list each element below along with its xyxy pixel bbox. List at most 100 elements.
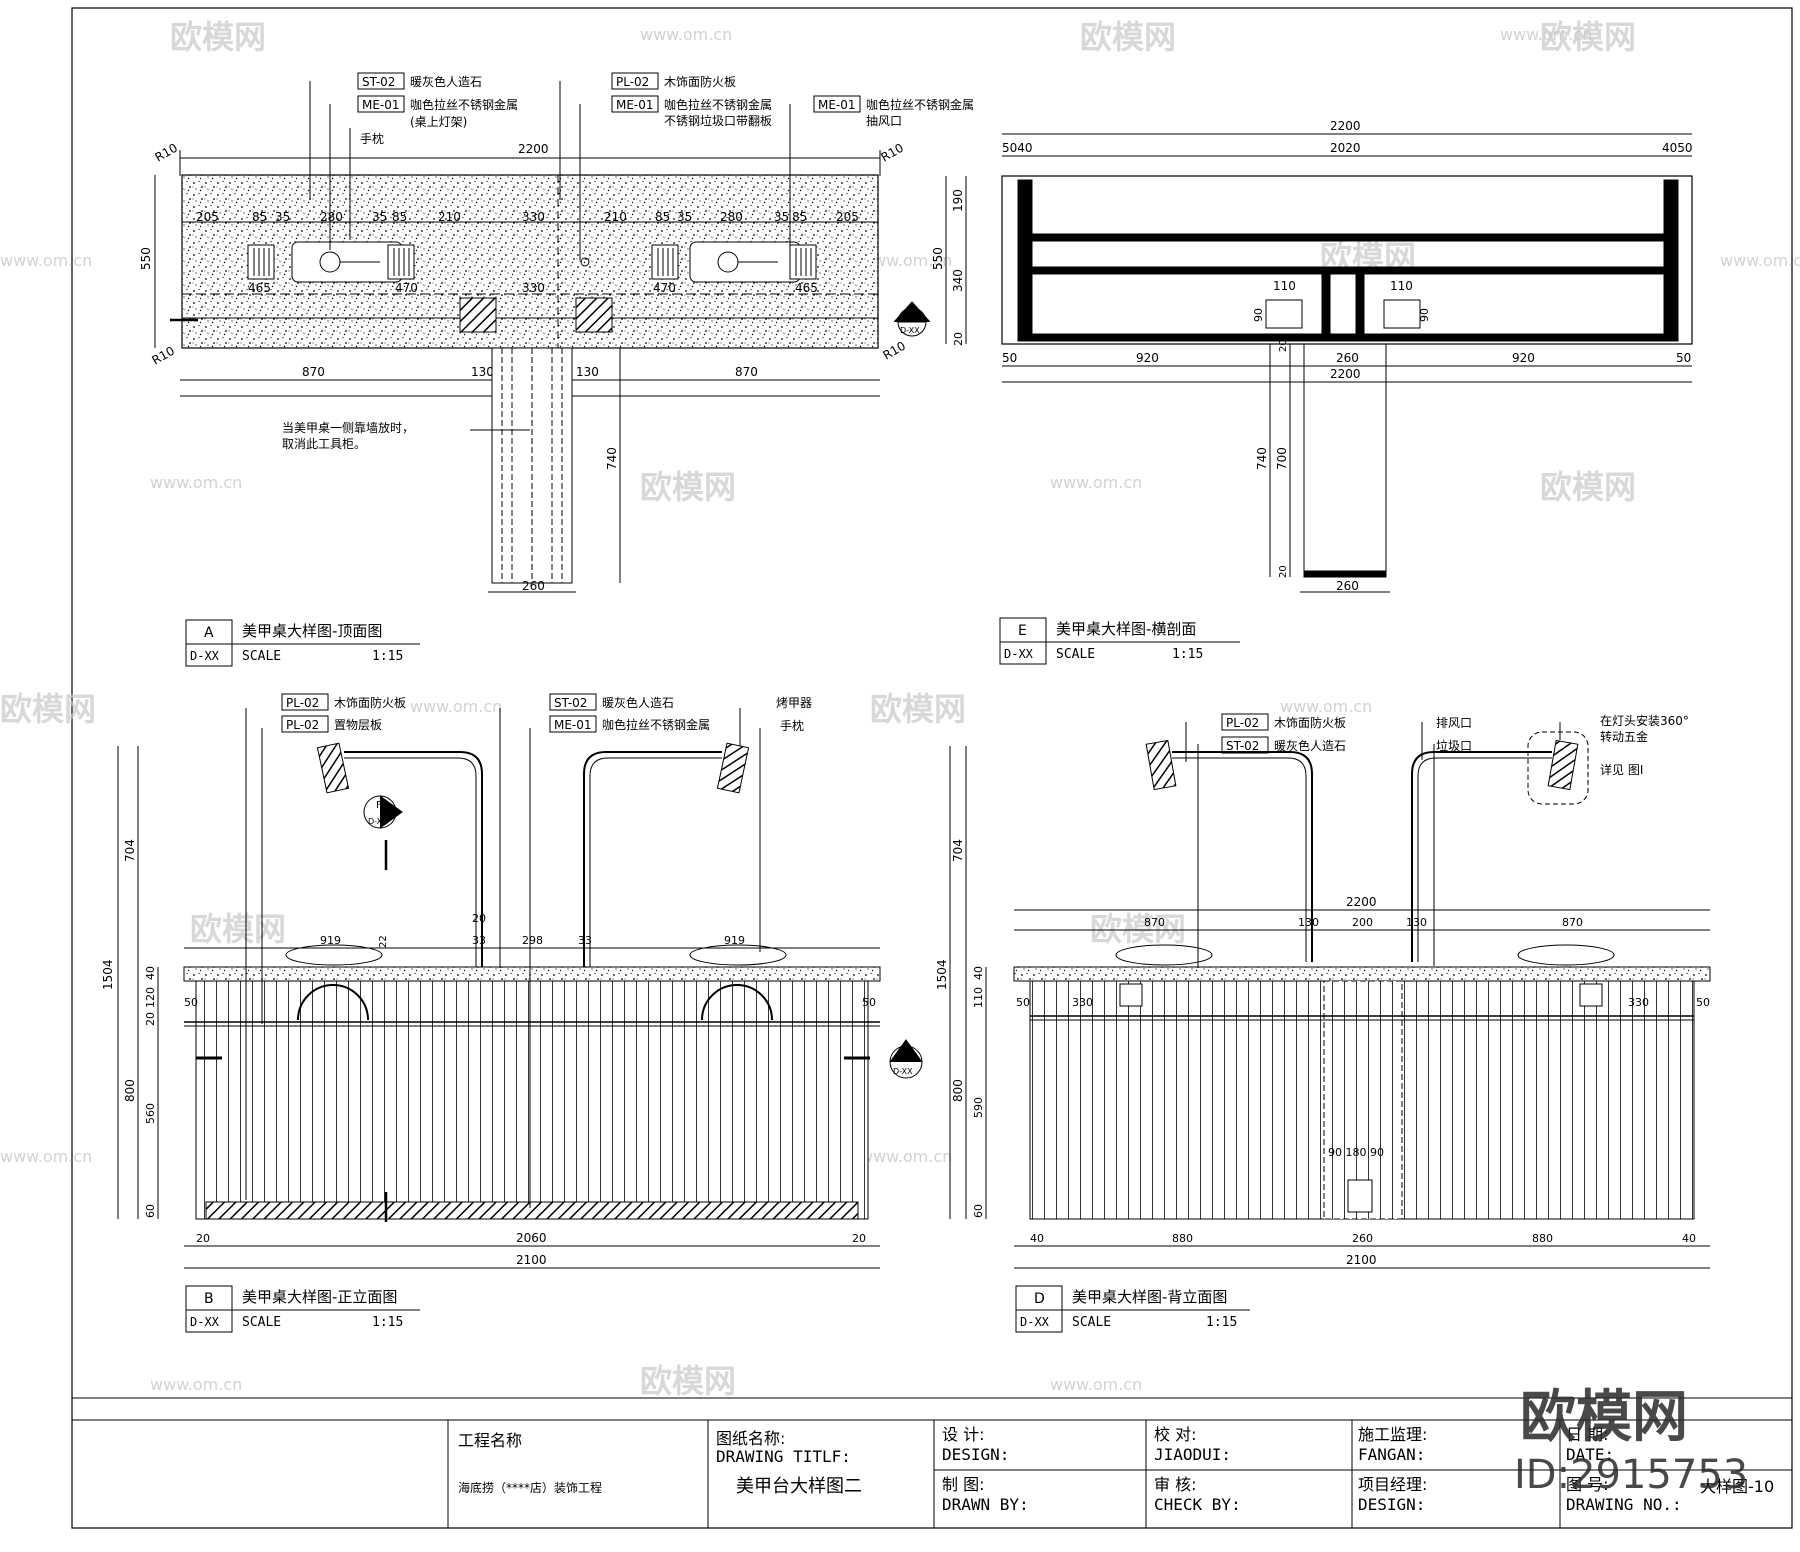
dim: 2060 <box>516 1231 547 1245</box>
nail-dryer-lamp-right <box>716 742 750 794</box>
dim: 880 <box>1172 1232 1193 1245</box>
dim: 700 <box>1275 447 1289 470</box>
watermark-brand: 欧模网 <box>1090 910 1186 948</box>
dim: 800 <box>123 1079 137 1102</box>
dim-radius: R10 <box>150 344 177 368</box>
material-desc: 暖灰色人造石 <box>410 75 482 89</box>
view-d-rear-elevation: PL-02 木饰面防火板 ST-02 暖灰色人造石 排风口 垃圾口 在灯头安装3… <box>935 713 1711 1333</box>
dim-radius: R10 <box>881 339 908 363</box>
dim: 330 <box>1628 996 1649 1009</box>
watermark-url: www.om.cn <box>640 25 732 44</box>
view-ref: D-XX <box>190 1315 220 1329</box>
trash-opening-right <box>575 297 613 333</box>
dim: 60 <box>972 1204 985 1218</box>
audit-label-en: CHECK BY: <box>1154 1495 1241 1514</box>
dim: 90 <box>1252 308 1265 322</box>
title-block: 工程名称 海底捞（****店）装饰工程 图纸名称: DRAWING TITLF:… <box>71 1397 1793 1529</box>
dim: 130 <box>1298 916 1319 929</box>
note: (桌上灯架) <box>410 115 467 129</box>
dim: 704 <box>951 839 965 862</box>
dim: 880 <box>1532 1232 1553 1245</box>
drawn-label: 制 图: <box>942 1475 984 1494</box>
view-letter: B <box>204 1291 214 1307</box>
dim: 40 <box>972 966 985 980</box>
watermark-brand: 欧模网 <box>1540 468 1636 506</box>
lamp-left <box>1145 739 1177 791</box>
dim: 919 <box>724 934 745 947</box>
dim: 2200 <box>1346 895 1377 909</box>
dim-radius: R10 <box>153 141 180 165</box>
drawing-name-label-en: DRAWING TITLF: <box>716 1447 851 1466</box>
material-desc: 木饰面防火板 <box>1274 715 1346 730</box>
view-a-top-plan: 2200 R10 R10 R10 R10 205 85 35 <box>139 72 974 667</box>
material-code: ST-02 <box>554 696 587 710</box>
material-desc: 咖色拉丝不锈钢金属 <box>410 97 518 112</box>
hand-rest-left <box>285 944 383 966</box>
note: 手枕 <box>360 131 384 146</box>
scale-value: 1:15 <box>372 649 403 664</box>
dim: 120 <box>144 987 157 1008</box>
corner-watermark-id: ID:2915753 <box>1514 1452 1748 1498</box>
hand-rest-left <box>1115 944 1213 966</box>
material-tags-b: PL-02 木饰面防火板 PL-02 置物层板 ST-02 暖灰色人造石 ME-… <box>281 693 812 733</box>
dim: 205 <box>196 210 219 224</box>
view-e-cross-section: 2200 5040 2020 4050 110 110 90 90 190 34… <box>931 119 1693 665</box>
watermark-url: www.om.cn <box>150 473 242 492</box>
tag-leaders-b <box>245 708 761 1208</box>
watermark-brand: 欧模网 <box>870 690 966 728</box>
section-mark-letter: F <box>376 800 382 811</box>
view-letter: D <box>1034 1291 1045 1307</box>
dim: 1504 <box>935 959 949 990</box>
dim: 560 <box>144 1103 157 1124</box>
material-code: ME-01 <box>362 98 400 112</box>
hand-rest-right <box>1517 944 1615 966</box>
dim: 210 <box>604 210 627 224</box>
dim: 200 <box>1352 916 1373 929</box>
note: 不锈钢垃圾口带翻板 <box>664 113 772 128</box>
dim: 2020 <box>1330 141 1361 155</box>
dim: 33 <box>472 934 486 947</box>
dims-inner-row: 205 85 35 280 35 85 210 330 210 85 35 28… <box>196 210 859 295</box>
dim: 35 <box>774 210 789 224</box>
project-name: 海底捞（****店）装饰工程 <box>458 1480 602 1495</box>
dim: 470 <box>653 281 676 295</box>
design-label: 设 计: <box>942 1425 984 1444</box>
dim: 205 <box>836 210 859 224</box>
dim: 20 <box>1278 339 1289 352</box>
dim: 85 <box>792 210 807 224</box>
stone-countertop <box>183 966 881 982</box>
dim: 90 <box>1418 308 1431 322</box>
material-tags-d: PL-02 木饰面防火板 ST-02 暖灰色人造石 排风口 垃圾口 在灯头安装3… <box>1221 713 1689 777</box>
drawing-name: 美甲台大样图二 <box>736 1476 862 1497</box>
dim-left-span: 870 <box>302 365 325 379</box>
watermark-url-layer: www.om.cn www.om.cn www.om.cn www.om.cn … <box>0 25 1800 1394</box>
section-mark-ref: D-XX <box>900 326 920 335</box>
lamp-arm-left <box>1172 751 1313 962</box>
corner-watermark-brand: 欧模网 <box>1520 1385 1688 1450</box>
watermark-brand: 欧模网 <box>190 910 286 948</box>
number-label: 图 号: <box>1566 1475 1608 1494</box>
socket-left <box>1119 983 1143 1007</box>
dim: 590 <box>972 1097 985 1118</box>
dim: 20 <box>852 1232 866 1245</box>
lamp-right <box>1547 739 1579 791</box>
stone-countertop <box>1013 966 1711 982</box>
view-label-d: D D-XX 美甲桌大样图-背立面图 SCALE 1:15 <box>1015 1285 1250 1333</box>
dim: 919 <box>320 934 341 947</box>
dim: 50 <box>1016 996 1030 1009</box>
material-desc: 暖灰色人造石 <box>1274 739 1346 753</box>
audit-label: 审 核: <box>1154 1475 1196 1494</box>
view-label-b: B D-XX 美甲桌大样图-正立面图 SCALE 1:15 <box>185 1285 420 1333</box>
dim: 20 <box>144 1012 157 1026</box>
dim: 210 <box>438 210 461 224</box>
note: 垃圾口 <box>1436 738 1472 753</box>
dim: 870 <box>1144 916 1165 929</box>
socket-right <box>1579 983 1603 1007</box>
view-ref: D-XX <box>1004 647 1034 661</box>
dim-mid-c: 130 <box>576 365 599 379</box>
watermark-url: www.om.cn <box>0 251 92 270</box>
view-ref: D-XX <box>1020 1315 1050 1329</box>
section-mark-ref: D-XX <box>893 1067 913 1076</box>
dim: 330 <box>522 210 545 224</box>
